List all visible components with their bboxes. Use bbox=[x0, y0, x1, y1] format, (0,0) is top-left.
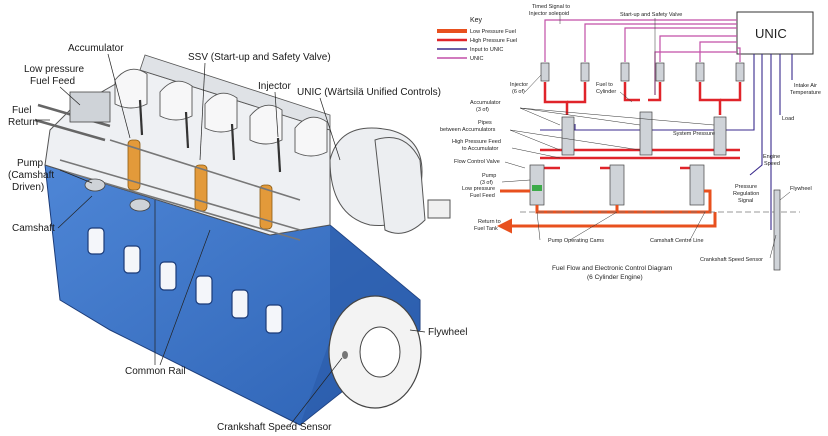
label-engine-speed-2: Speed bbox=[764, 161, 780, 167]
label-return-tank-2: Fuel Tank bbox=[474, 226, 498, 232]
injectors bbox=[138, 99, 282, 173]
caption-line-1: Fuel Flow and Electronic Control Diagram bbox=[552, 265, 672, 272]
schematic-flywheel bbox=[773, 189, 781, 271]
label-intake-air-1: Intake Air bbox=[794, 83, 817, 89]
label-pipes-1: Pipes bbox=[478, 120, 492, 126]
key-label-low: Low Pressure Fuel bbox=[470, 29, 516, 35]
label-lp-feed-2: Fuel Feed bbox=[30, 76, 75, 87]
label-unic: UNIC (Wärtsilä Unified Controls) bbox=[297, 87, 441, 98]
label-accumulator-1: Accumulator bbox=[470, 100, 501, 106]
label-schematic-flywheel: Flywheel bbox=[790, 186, 812, 192]
unic-box bbox=[736, 11, 814, 55]
label-lp-feed-2: Fuel Feed bbox=[470, 193, 495, 199]
schematic-injectors bbox=[540, 62, 745, 82]
schematic-leader-lines bbox=[501, 14, 791, 259]
label-pump-3: Driven) bbox=[12, 182, 44, 193]
label-flow-control-valve: Flow Control Valve bbox=[454, 159, 500, 165]
key-legend: Key Low Pressure Fuel High Pressure Fuel… bbox=[437, 17, 517, 62]
unic-module bbox=[69, 91, 111, 123]
label-accumulator-2: (3 of) bbox=[476, 107, 489, 113]
unic-box-label: UNIC bbox=[755, 26, 787, 41]
label-ssv: SSV (Start-up and Safety Valve) bbox=[188, 52, 331, 63]
label-pump-1: Pump bbox=[482, 173, 496, 179]
unic-signal-lines bbox=[544, 19, 741, 95]
label-prs-2: Regulation bbox=[733, 191, 759, 197]
label-pipes-2: between Accumulators bbox=[440, 127, 496, 133]
label-intake-air-2: Temperature bbox=[790, 90, 821, 96]
label-pump-operating-cams: Pump Operating Cams bbox=[548, 238, 604, 244]
key-label-unic: UNIC bbox=[470, 56, 483, 62]
engine-labels: Accumulator SSV (Start-up and Safety Val… bbox=[8, 43, 467, 433]
engine-leader-lines bbox=[38, 53, 426, 426]
label-pump-2: (Camshaft bbox=[8, 170, 54, 181]
label-system-pressure: System Pressure bbox=[673, 131, 715, 137]
label-lp-feed-1: Low pressure bbox=[24, 64, 84, 75]
key-title: Key bbox=[470, 17, 483, 24]
label-flywheel: Flywheel bbox=[428, 327, 467, 338]
label-engine-speed-1: Engine bbox=[763, 154, 780, 160]
schematic-diagram: Key Low Pressure Fuel High Pressure Fuel… bbox=[437, 4, 821, 281]
label-load: Load bbox=[782, 116, 794, 122]
label-pump-1: Pump bbox=[17, 158, 44, 169]
label-timed-signal-1: Timed Signal to bbox=[532, 4, 570, 10]
label-timed-signal-2: Injector solenoid bbox=[529, 11, 569, 17]
label-pump-2: (3 of) bbox=[480, 180, 493, 186]
crankcase-doors bbox=[87, 227, 283, 334]
label-prs-3: Signal bbox=[738, 198, 753, 204]
label-hp-feed-2: to Accumulator bbox=[462, 146, 499, 152]
label-crankshaft-speed-sensor-s: Crankshaft Speed Sensor bbox=[700, 257, 763, 263]
schematic-pumps bbox=[529, 164, 705, 206]
cylinder-heads bbox=[114, 68, 328, 157]
label-fuel-return-2: Return bbox=[8, 117, 38, 128]
key-label-input: Input to UNIC bbox=[470, 47, 503, 53]
unic-input-lines bbox=[540, 54, 793, 230]
schematic-accumulators bbox=[561, 111, 727, 156]
key-label-high: High Pressure Fuel bbox=[470, 38, 517, 44]
caption-line-2: (6 Cylinder Engine) bbox=[587, 274, 643, 281]
flywheel-disc bbox=[328, 295, 422, 409]
label-return-tank-1: Return to bbox=[478, 219, 501, 225]
label-lp-feed-1: Low pressure bbox=[462, 186, 495, 192]
turbocharger bbox=[329, 127, 451, 234]
label-injector-1: Injector bbox=[510, 82, 528, 88]
label-startup-safety-valve: Start-up and Safety Valve bbox=[620, 12, 682, 18]
label-injector: Injector bbox=[258, 81, 291, 92]
fuel-return-pipe bbox=[34, 118, 106, 142]
label-camshaft-centre-line: Camshaft Centre Line bbox=[650, 238, 704, 244]
label-accumulator: Accumulator bbox=[68, 43, 124, 54]
label-fuel-return-1: Fuel bbox=[12, 105, 31, 116]
engine-illustration bbox=[34, 54, 451, 426]
label-fuel-to-cylinder-1: Fuel to bbox=[596, 82, 613, 88]
label-crankshaft-speed-sensor: Crankshaft Speed Sensor bbox=[217, 422, 332, 433]
label-common-rail: Common Rail bbox=[125, 366, 186, 377]
label-injector-2: (6 of) bbox=[512, 89, 525, 95]
label-camshaft: Camshaft bbox=[12, 223, 55, 234]
pump-valve-green bbox=[532, 185, 542, 191]
label-hp-feed-1: High Pressure Feed bbox=[452, 139, 501, 145]
label-fuel-to-cylinder-2: Cylinder bbox=[596, 89, 616, 95]
label-prs-1: Pressure bbox=[735, 184, 757, 190]
